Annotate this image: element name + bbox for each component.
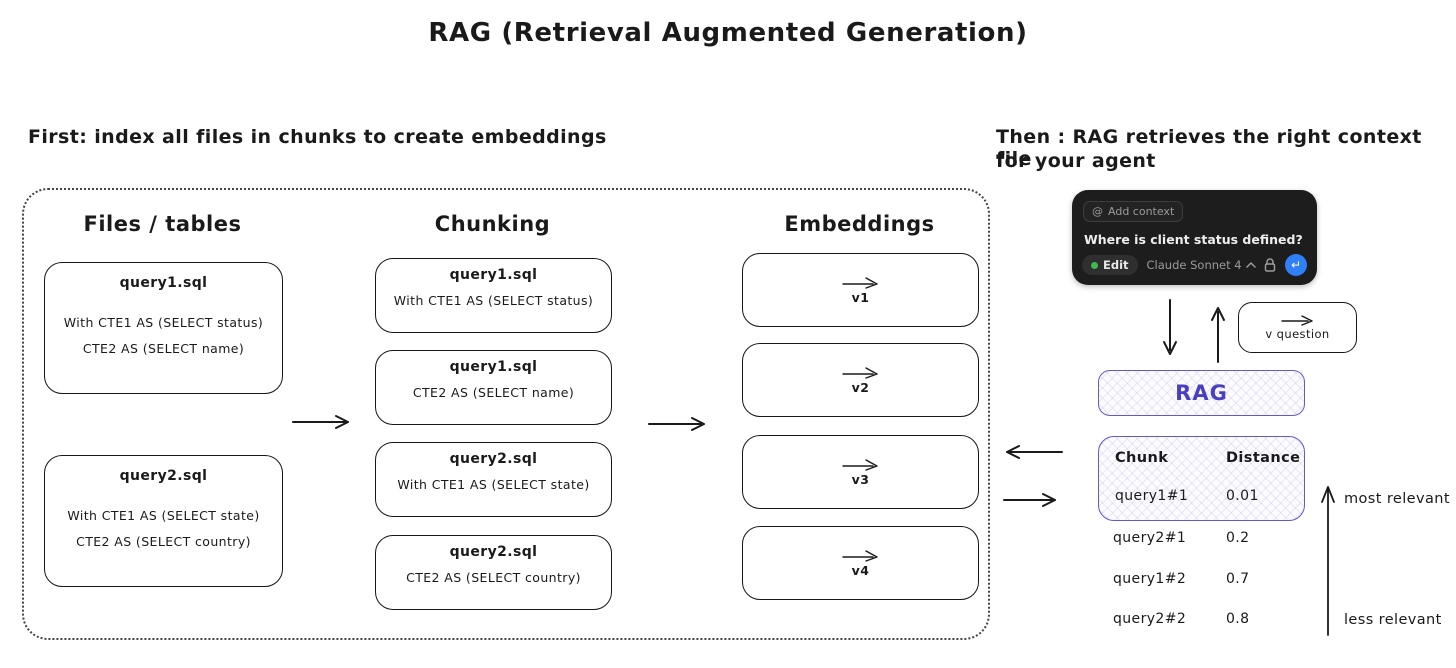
page-title: RAG (Retrieval Augmented Generation) <box>428 18 1028 48</box>
vector-arrow-icon <box>841 549 878 562</box>
vector-arrow-icon <box>841 458 878 471</box>
results-top-match-box: Chunk Distance query1#1 0.01 <box>1098 436 1305 521</box>
chunk-node-line: With CTE1 AS (SELECT status) <box>393 293 594 308</box>
rag-label: RAG <box>1175 381 1228 405</box>
status-dot-icon <box>1091 261 1098 269</box>
vector-arrow-icon <box>1280 315 1313 326</box>
send-button[interactable]: ↵ <box>1285 254 1307 276</box>
chunk-node-title: query1.sql <box>449 267 538 283</box>
chunk-node-title: query2.sql <box>449 451 538 467</box>
relevance-less-label: less relevant <box>1344 612 1442 628</box>
results-col-distance: Distance <box>1226 450 1301 466</box>
arrow-chat-to-rag-icon <box>1163 299 1177 355</box>
embedding-node-v4: v4 <box>742 526 979 600</box>
arrow-chunking-to-embeddings-icon <box>648 417 705 431</box>
edit-mode-button[interactable]: Edit <box>1082 255 1138 275</box>
indexing-frame <box>22 188 990 640</box>
chunking-column-heading: Chunking <box>434 212 551 236</box>
arrow-results-to-frame-icon <box>1006 445 1063 459</box>
chunk-node-line: With CTE1 AS (SELECT state) <box>397 477 590 492</box>
vector-label: v1 <box>851 289 870 305</box>
relevance-most-label: most relevant <box>1344 491 1450 507</box>
chunk-node-line: CTE2 AS (SELECT country) <box>406 570 581 585</box>
question-vector-label: v question <box>1265 327 1330 341</box>
result-distance: 0.7 <box>1226 571 1250 587</box>
at-icon: @ <box>1092 205 1103 218</box>
add-context-label: Add context <box>1108 205 1175 218</box>
file-node-line: CTE2 AS (SELECT country) <box>76 534 251 549</box>
vector-label: v2 <box>851 379 870 395</box>
vector-arrow-icon <box>841 366 878 379</box>
chunk-node-2: query1.sql CTE2 AS (SELECT name) <box>375 350 612 425</box>
embeddings-column-heading: Embeddings <box>784 212 935 236</box>
retrieval-section-heading-line2: for your agent <box>996 150 1156 172</box>
edit-label: Edit <box>1103 258 1129 272</box>
lock-icon <box>1264 258 1276 272</box>
enter-icon: ↵ <box>1290 258 1302 272</box>
result-chunk: query1#1 <box>1115 488 1189 504</box>
file-node-line: CTE2 AS (SELECT name) <box>82 341 245 356</box>
vector-arrow-icon <box>841 276 878 289</box>
retrieval-section-heading-line1: Then : RAG retrieves the right context f… <box>996 126 1422 170</box>
result-chunk: query1#2 <box>1113 571 1187 587</box>
result-distance: 0.01 <box>1226 488 1259 504</box>
chat-question-text: Where is client status defined? <box>1084 232 1303 247</box>
file-node-title: query1.sql <box>119 275 208 291</box>
indexing-section-heading: First: index all files in chunks to crea… <box>28 126 607 148</box>
file-node-query2: query2.sql With CTE1 AS (SELECT state) C… <box>44 455 283 587</box>
file-node-query1: query1.sql With CTE1 AS (SELECT status) … <box>44 262 283 394</box>
result-distance: 0.2 <box>1226 530 1250 546</box>
chevron-up-icon <box>1245 262 1256 268</box>
chunk-node-title: query1.sql <box>449 359 538 375</box>
question-vector-node: v question <box>1238 302 1357 353</box>
file-node-line: With CTE1 AS (SELECT state) <box>67 508 260 523</box>
model-selector[interactable]: Claude Sonnet 4 <box>1147 258 1256 272</box>
file-node-title: query2.sql <box>119 468 208 484</box>
embedding-node-v2: v2 <box>742 343 979 417</box>
result-chunk: query2#2 <box>1113 611 1187 627</box>
rag-node: RAG <box>1098 370 1305 416</box>
embedding-node-v1: v1 <box>742 253 979 327</box>
embedding-node-v3: v3 <box>742 435 979 509</box>
add-context-button[interactable]: @ Add context <box>1083 201 1184 222</box>
results-col-chunk: Chunk <box>1115 450 1169 466</box>
arrow-frame-to-results-icon <box>1003 493 1056 507</box>
chunk-node-1: query1.sql With CTE1 AS (SELECT status) <box>375 258 612 333</box>
vector-label: v4 <box>851 562 870 578</box>
result-chunk: query2#1 <box>1113 530 1187 546</box>
arrow-files-to-chunking-icon <box>292 415 349 429</box>
model-label: Claude Sonnet 4 <box>1146 258 1242 272</box>
vector-label: v3 <box>851 471 870 487</box>
chunk-node-3: query2.sql With CTE1 AS (SELECT state) <box>375 442 612 517</box>
relevance-axis-arrow-icon <box>1321 486 1335 636</box>
chunk-node-title: query2.sql <box>449 544 538 560</box>
files-column-heading: Files / tables <box>83 212 242 236</box>
chunk-node-4: query2.sql CTE2 AS (SELECT country) <box>375 535 612 610</box>
file-node-line: With CTE1 AS (SELECT status) <box>63 315 264 330</box>
result-distance: 0.8 <box>1226 611 1250 627</box>
chunk-node-line: CTE2 AS (SELECT name) <box>412 385 575 400</box>
chat-input-panel: @ Add context Where is client status def… <box>1072 190 1317 285</box>
arrow-rag-to-chat-icon <box>1211 307 1225 363</box>
